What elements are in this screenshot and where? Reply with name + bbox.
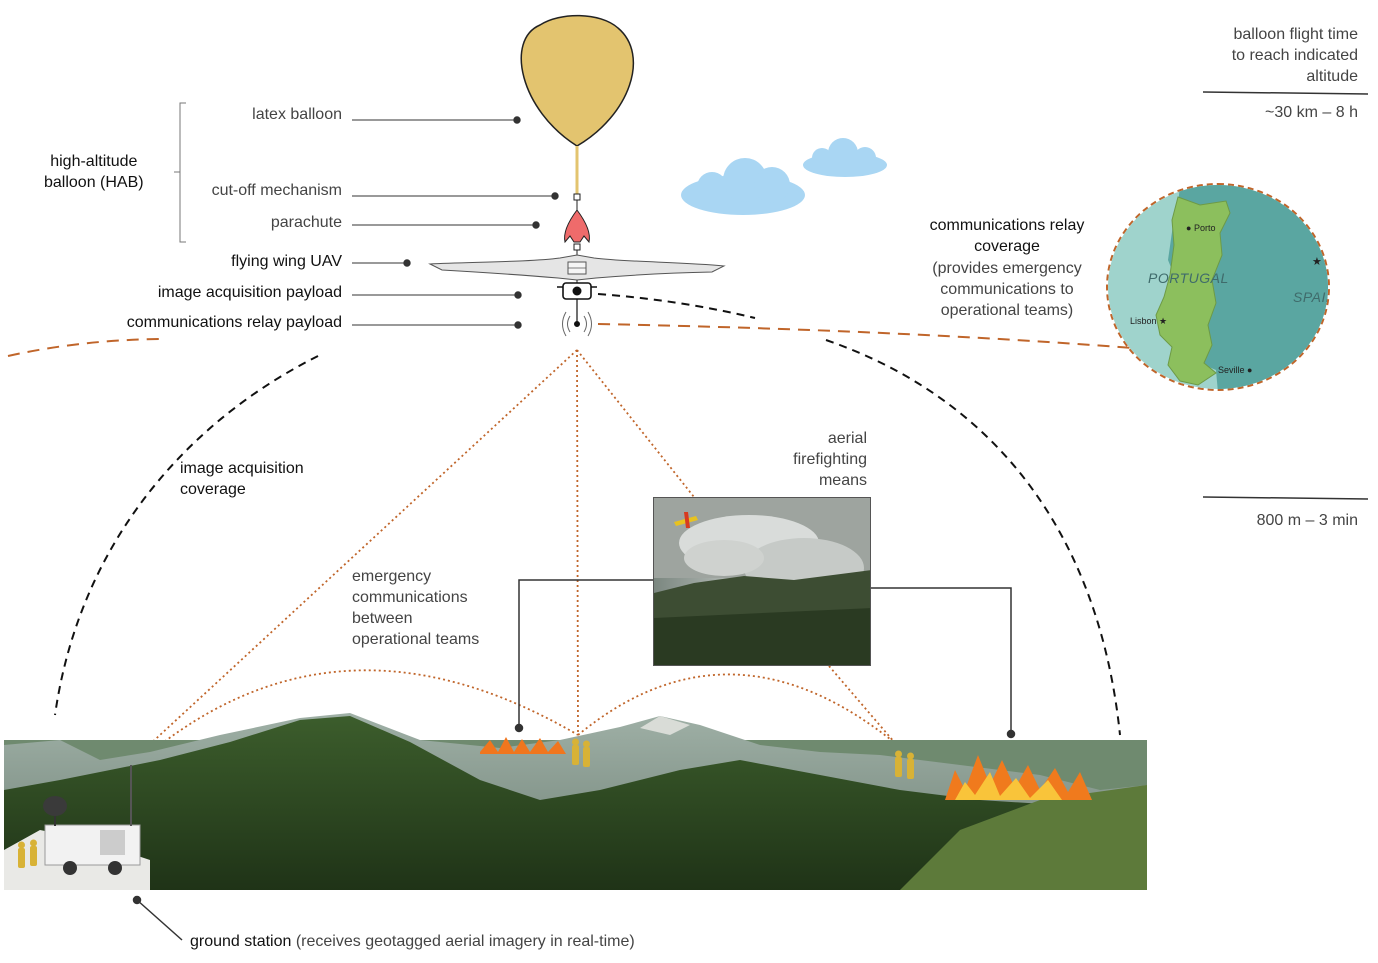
parachute-shape — [564, 209, 590, 244]
map-country-spain: SPAIN — [1293, 289, 1328, 305]
landscape — [4, 713, 1147, 890]
firefighters-icon — [572, 738, 590, 767]
relay-coverage-desc: (provides emergency communications to op… — [932, 260, 1082, 319]
aerial-means-label: aerial firefighting means — [793, 430, 867, 489]
leader-lines — [352, 116, 559, 329]
altitude-line-low — [1202, 496, 1369, 500]
parachute-label: parachute — [270, 214, 342, 231]
ground-station-truck — [43, 765, 141, 875]
image-payload-label: image acquisition payload — [157, 284, 342, 301]
camera-icon — [557, 282, 597, 300]
hab-group-label: high-altitude balloon (HAB) — [44, 153, 144, 191]
map-city-porto: ● Porto — [1186, 223, 1216, 233]
antenna-icon — [562, 311, 592, 337]
flight-time-low: 800 m – 3 min — [1256, 512, 1358, 529]
portugal-shape — [1155, 196, 1231, 386]
balloon-shape — [520, 14, 635, 147]
flight-time-high: ~30 km – 8 h — [1265, 104, 1358, 121]
ground-station-leader — [132, 895, 183, 941]
relay-coverage-arc — [7, 338, 161, 357]
map-city-lisbon: Lisbon ★ — [1130, 316, 1168, 326]
photo-leader-lines — [514, 579, 1016, 739]
cutoff-label: cut-off mechanism — [211, 182, 342, 199]
cutoff-mechanism — [573, 193, 581, 201]
firefighters-icon — [18, 839, 37, 868]
comms-payload-label: communications relay payload — [126, 314, 342, 331]
emergency-comms-label: emergency communications between operati… — [352, 568, 480, 648]
airplane-icon — [674, 512, 698, 528]
map-star-icon: ★ — [1312, 256, 1322, 268]
cloud-icon — [803, 138, 887, 177]
relay-coverage-title: communications relay coverage — [929, 217, 1085, 255]
map-city-seville: Seville ● — [1218, 365, 1253, 375]
aerial-firefighting-photo — [653, 497, 871, 666]
cloud-icon — [681, 158, 805, 215]
latex-balloon-label: latex balloon — [252, 106, 342, 123]
ground-station-label: ground station (receives geotagged aeria… — [190, 933, 635, 950]
relay-coverage-line — [597, 323, 1133, 349]
image-coverage-arc-left — [54, 355, 319, 716]
image-coverage-arc-right — [825, 339, 1121, 736]
altitude-line-high — [1202, 91, 1369, 95]
uav-label: flying wing UAV — [231, 253, 342, 270]
flight-time-header: balloon flight time to reach indicated a… — [1231, 26, 1358, 85]
firefighters-icon — [895, 750, 914, 779]
fire-icon — [480, 737, 566, 754]
image-coverage-label: image acquisition coverage — [180, 460, 304, 498]
coverage-map: PORTUGAL SPAIN ● Porto Lisbon ★ Seville … — [1106, 183, 1330, 391]
image-coverage-arc-top — [597, 293, 756, 319]
hab-bracket — [174, 102, 186, 243]
map-country-portugal: PORTUGAL — [1148, 270, 1229, 286]
